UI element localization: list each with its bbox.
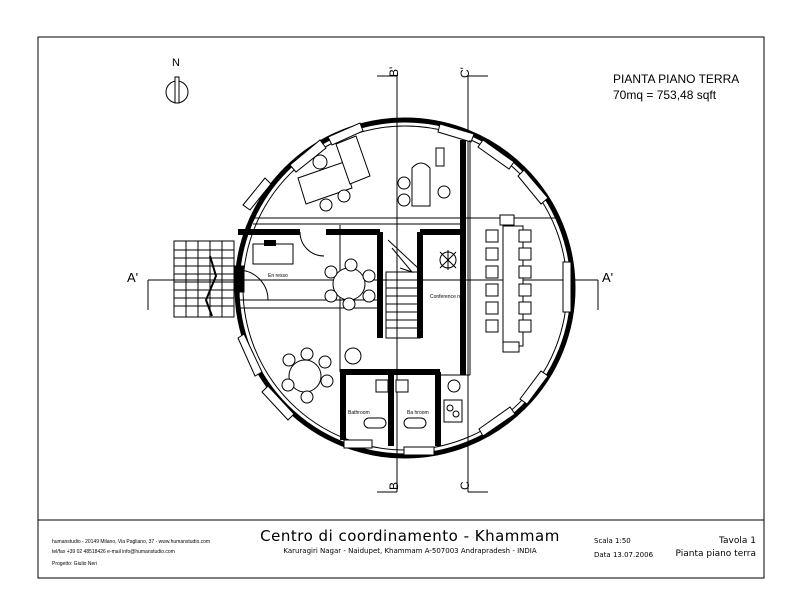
office-desk-top-left bbox=[297, 135, 371, 212]
firm-contacts: tel/fax +39 02 48518426 e-mail info@huma… bbox=[52, 549, 175, 555]
firm-address: humanstudio - 20149 Milano, Via Pagliano… bbox=[52, 539, 210, 545]
north-arrow-icon: N bbox=[165, 57, 189, 104]
sheet-number: Tavola 1 bbox=[718, 536, 756, 546]
section-line-b: B' B bbox=[377, 67, 401, 493]
section-b-bottom-label: B bbox=[387, 482, 401, 490]
sheet-name: Pianta piano terra bbox=[676, 549, 756, 559]
north-label: N bbox=[172, 57, 180, 69]
section-b-top-label: B' bbox=[387, 67, 401, 77]
office-desk-top-middle bbox=[397, 147, 451, 207]
round-table-entrance bbox=[324, 258, 376, 311]
staircase-icon bbox=[173, 240, 245, 318]
project-title: Centro di coordinamento - Khammam bbox=[260, 527, 560, 545]
plant-icon bbox=[439, 250, 457, 270]
room-label-bathroom-left: Bathroom bbox=[348, 410, 370, 416]
round-table-lower bbox=[281, 347, 362, 404]
section-line-c: C' C bbox=[458, 67, 488, 493]
bathroom-fixtures bbox=[363, 379, 463, 429]
entrance-door[interactable] bbox=[237, 231, 325, 301]
room-label-conference: Conference ro bbox=[430, 294, 462, 300]
internal-staircase bbox=[385, 239, 421, 339]
section-c-top-label: C' bbox=[458, 67, 472, 78]
room-label-bathroom-right: Ba hroom bbox=[407, 410, 429, 416]
sheet-scale: Scala 1:50 bbox=[594, 537, 631, 545]
window-bays bbox=[237, 122, 572, 456]
conference-table bbox=[485, 214, 532, 353]
sheet-date: Data 13.07.2006 bbox=[594, 551, 654, 559]
plan-area: 70mq = 753,48 sqft bbox=[613, 88, 717, 102]
firm-designer: Progetto: Giulio Neri bbox=[52, 561, 97, 567]
title-block: humanstudio - 20149 Milano, Via Pagliano… bbox=[52, 527, 756, 567]
reception-desk bbox=[252, 240, 294, 265]
plan-title: PIANTA PIANO TERRA bbox=[613, 72, 739, 86]
section-c-bottom-label: C bbox=[458, 481, 472, 490]
section-a-left-label: A' bbox=[127, 270, 138, 285]
project-address: Karuragiri Nagar - Naidupet, Khammam A-5… bbox=[283, 547, 536, 555]
sheet-border bbox=[37, 36, 765, 579]
room-label-ingresso: En resso bbox=[268, 273, 288, 279]
section-a-right-label: A' bbox=[602, 270, 613, 285]
